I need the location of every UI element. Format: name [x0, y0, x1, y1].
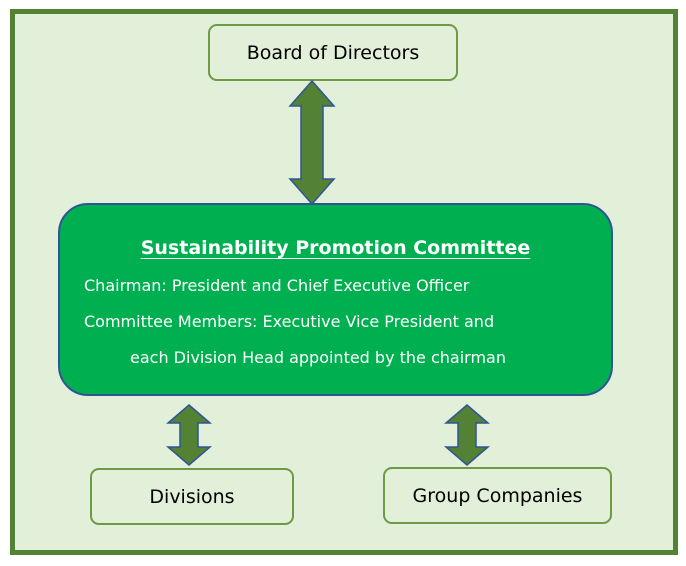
- group-companies-box: Group Companies: [383, 467, 612, 524]
- committee-title: Sustainability Promotion Committee: [140, 237, 531, 259]
- divisions-label: Divisions: [149, 485, 235, 508]
- committee-chairman-text: Chairman: President and Chief Executive …: [84, 276, 470, 295]
- committee-members-text-1: Committee Members: Executive Vice Presid…: [84, 312, 495, 331]
- group-companies-label: Group Companies: [412, 484, 583, 507]
- committee-members-text-2: each Division Head appointed by the chai…: [130, 348, 506, 367]
- sustainability-committee-box: Sustainability Promotion Committee Chair…: [58, 203, 613, 396]
- divisions-box: Divisions: [90, 468, 294, 525]
- board-of-directors-label: Board of Directors: [246, 41, 420, 64]
- board-of-directors-box: Board of Directors: [208, 24, 458, 81]
